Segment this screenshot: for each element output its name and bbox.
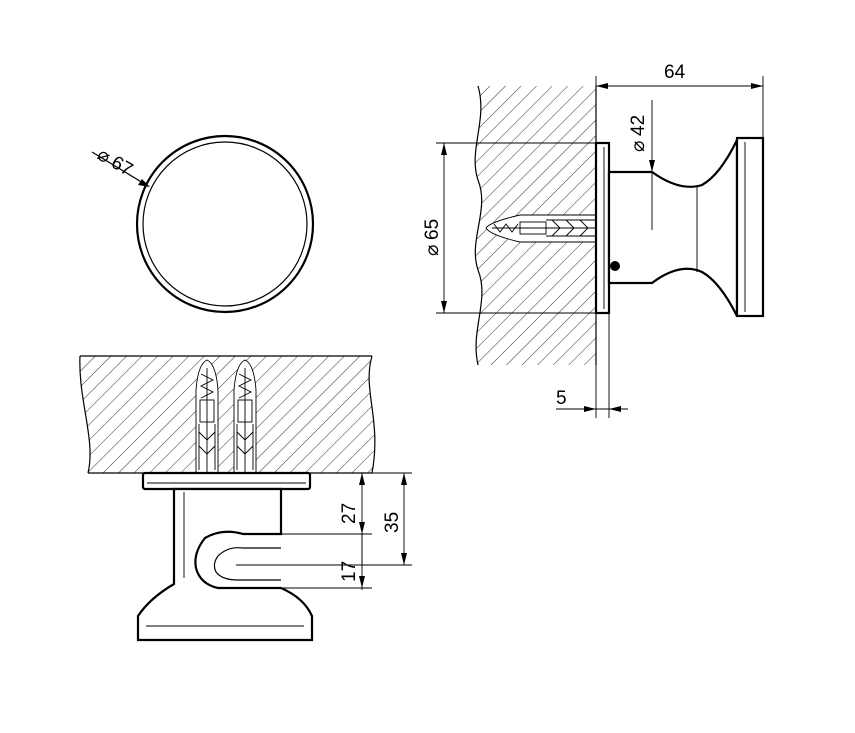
screw-right	[236, 368, 254, 473]
dim-35-label: 35	[382, 512, 403, 533]
wall-break-line	[474, 85, 483, 366]
hook-body	[607, 139, 739, 317]
wall-anchor	[492, 219, 596, 237]
dim-65-symbol: ⌀	[422, 245, 443, 256]
hook-slot	[213, 547, 281, 581]
dim-42-label: 42	[628, 115, 649, 136]
screw-left	[198, 368, 216, 473]
dim-17-label: 17	[339, 561, 360, 582]
dim-64-label: 64	[664, 62, 686, 83]
rose-inner-circle	[142, 141, 308, 307]
dim-5-label: 5	[556, 388, 567, 409]
leader-arrowhead	[138, 179, 150, 187]
front-rose-plate	[141, 471, 312, 491]
dim-65-label: 65	[422, 219, 443, 240]
side-view: 64 ⌀ 42 ⌀ 65 5	[422, 62, 765, 418]
top-view: ⌀ 67	[91, 134, 315, 314]
front-wall-section	[79, 356, 375, 473]
dim-42-symbol: ⌀	[628, 141, 649, 152]
hook-head	[735, 136, 765, 318]
set-screw	[610, 261, 620, 271]
rose-plate	[594, 141, 611, 315]
front-hook-body	[136, 487, 314, 642]
front-view: 27 17 35	[79, 355, 412, 642]
rose-outer-circle	[135, 134, 315, 314]
dim-27-label: 27	[339, 503, 360, 524]
diameter-leader	[91, 151, 149, 187]
anchor-hole	[485, 214, 597, 243]
